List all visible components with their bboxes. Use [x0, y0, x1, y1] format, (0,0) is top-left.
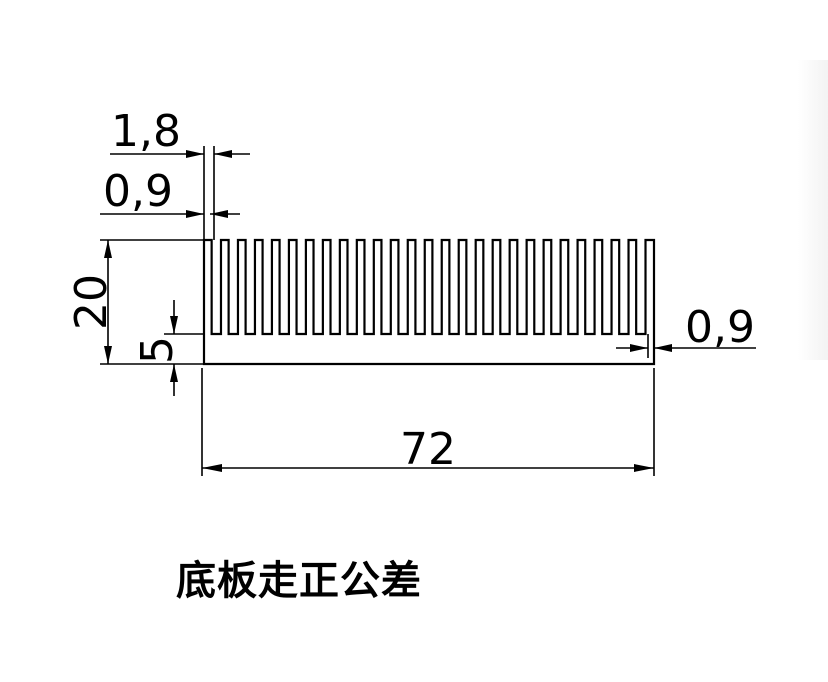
edge-shading [798, 60, 828, 360]
dim-label-total-width: 72 [400, 424, 456, 475]
heatsink-profile-outline [202, 238, 656, 366]
dim-fin-pitch: 1,8 [110, 106, 250, 240]
dim-total-width: 72 [201, 368, 655, 476]
dim-label-end-wall: 0,9 [685, 302, 755, 353]
dim-label-fin-thickness: 0,9 [103, 166, 173, 217]
note-base-positive-tolerance: 底板走正公差 [176, 558, 422, 604]
dim-label-fin-pitch: 1,8 [111, 106, 181, 157]
dim-total-height: 20 [66, 239, 210, 365]
dim-fin-thickness: 0,9 [100, 166, 240, 218]
dim-base-thickness: 5 [132, 300, 204, 396]
dim-label-base-thickness: 5 [132, 336, 183, 364]
dim-label-total-height: 20 [66, 274, 117, 330]
dim-end-wall: 0,9 [616, 302, 756, 358]
